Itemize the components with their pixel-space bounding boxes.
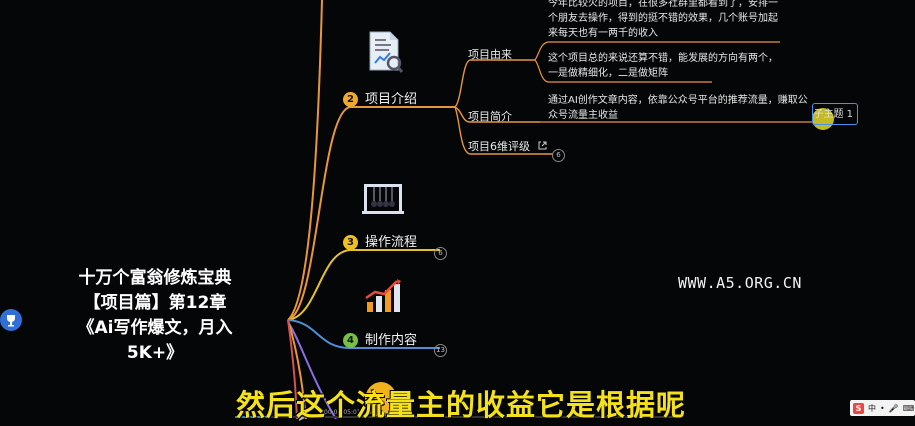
ime-toolbar[interactable]: S 中 • 🎤 ⌨: [850, 400, 915, 416]
branch-operation-flow[interactable]: 3 操作流程: [343, 231, 417, 250]
branch-label: 制作内容: [365, 333, 418, 348]
total-time: 00:06:46:18: [368, 409, 405, 416]
subtopic-brief[interactable]: 项目简介: [468, 110, 512, 123]
origin-detail-2[interactable]: 这个项目总的来说还算不错，能发展的方向有两个，一是做精细化，二是做矩阵: [548, 53, 778, 79]
subtopic-rating-label: 项目6维评级: [468, 140, 530, 153]
subtopic-rating[interactable]: 项目6维评级: [468, 138, 547, 154]
subtopic-box[interactable]: 子主题 1: [812, 103, 858, 125]
branch-number-badge: 4: [343, 333, 358, 348]
branch-content-production[interactable]: 4 制作内容: [343, 329, 417, 348]
ime-punctuation-icon[interactable]: •: [880, 403, 885, 413]
collapsed-count-badge[interactable]: 13: [434, 344, 447, 357]
collapsed-count-badge[interactable]: 6: [434, 247, 447, 260]
root-line-1: 十万个富翁修炼宝典: [78, 268, 232, 288]
branch-project-intro[interactable]: 2 项目介绍: [343, 88, 417, 107]
branch-label: 项目介绍: [365, 92, 418, 107]
video-subtitle: 然后这个流量主的收益它是根据呢: [236, 388, 687, 422]
ime-language[interactable]: 中: [868, 403, 876, 413]
root-line-3: 《Ai写作爆文，月入: [77, 318, 233, 338]
separator: |: [360, 409, 363, 416]
ime-logo-icon[interactable]: S: [853, 402, 864, 414]
root-line-2: 【项目篇】第12章: [83, 293, 227, 313]
root-line-4: 5K+》: [126, 343, 184, 363]
collapsed-count-badge[interactable]: 6: [552, 149, 565, 162]
money-bag-icon: $: [364, 374, 398, 419]
subtopic-origin[interactable]: 项目由来: [468, 48, 512, 61]
growth-chart-icon: [363, 278, 403, 314]
ime-keyboard-icon[interactable]: ⌨: [902, 403, 915, 413]
current-time: 00:04:05:01: [324, 409, 361, 416]
watermark: WWW.A5.ORG.CN: [678, 274, 802, 292]
root-topic[interactable]: 十万个富翁修炼宝典 【项目篇】第12章 《Ai写作爆文，月入 5K+》: [40, 266, 270, 366]
branch-number-badge: 3: [343, 235, 358, 250]
video-progress-bar[interactable]: [235, 407, 675, 418]
brief-detail[interactable]: 通过AI创作文章内容，依靠公众号平台的推荐流量，赚取公众号流量主收益: [548, 95, 808, 121]
newtons-cradle-icon: [361, 182, 405, 216]
branch-label: 操作流程: [365, 235, 418, 250]
document-chart-icon: [364, 30, 404, 74]
ime-mic-icon[interactable]: 🎤: [888, 403, 899, 413]
origin-detail-1[interactable]: 今年比较火的项目，在很多社群里都看到了，安排一个朋友去操作，得到的挺不错的效果，…: [548, 0, 778, 39]
trophy-icon[interactable]: [0, 309, 22, 331]
external-link-icon[interactable]: [538, 141, 547, 153]
branch-number-badge: 2: [343, 92, 358, 107]
svg-text:$: $: [376, 391, 386, 410]
